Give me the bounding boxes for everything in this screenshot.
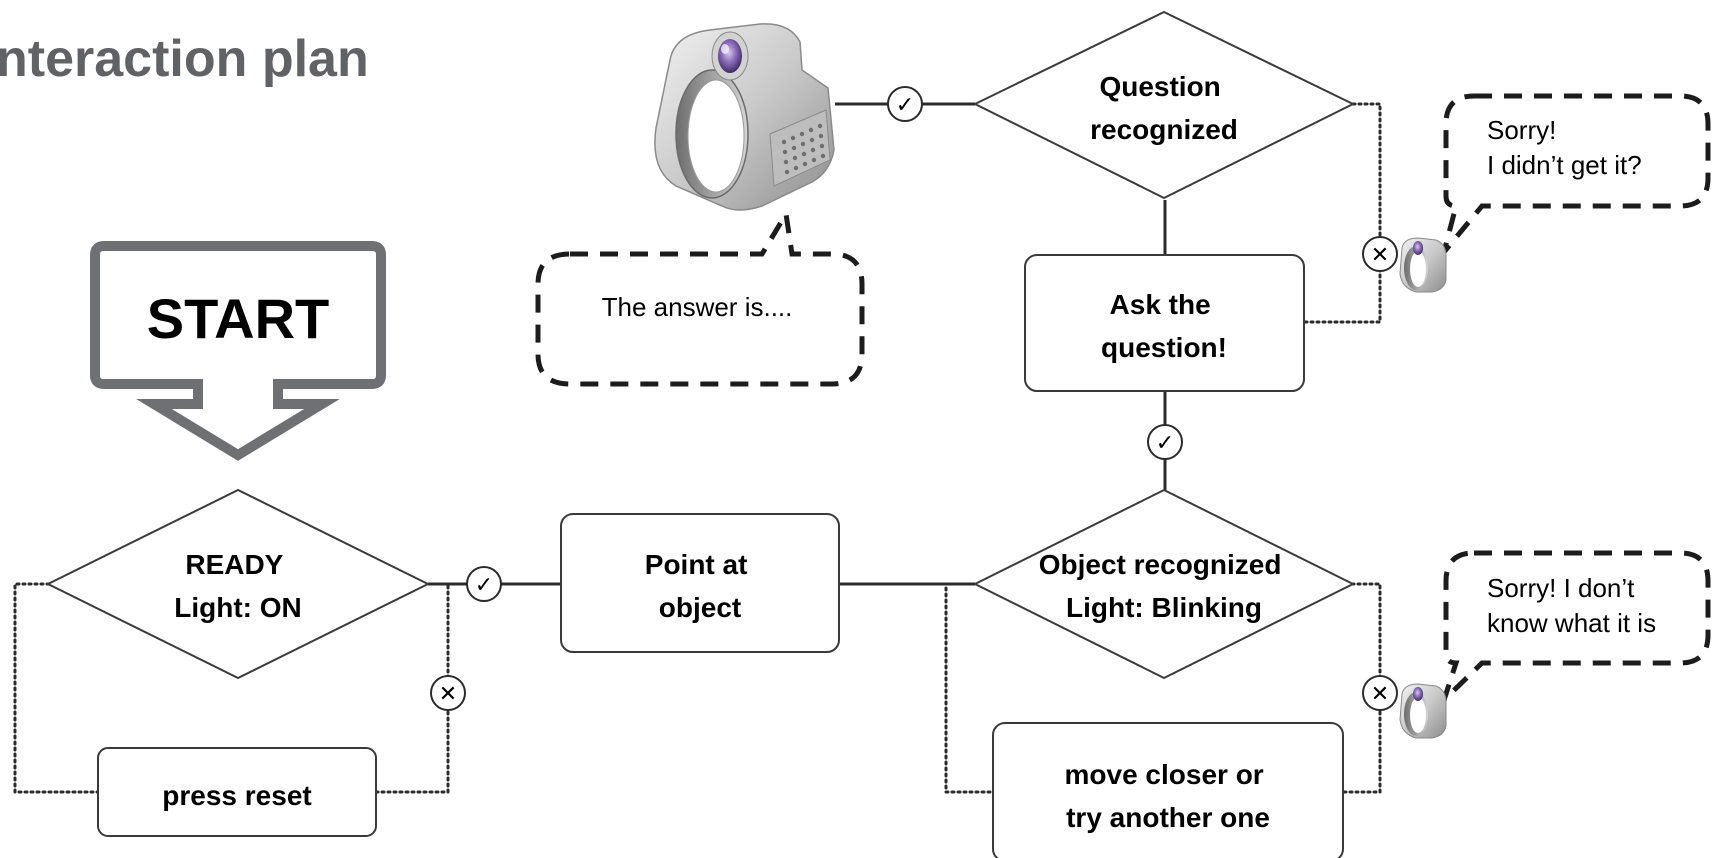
question-recognized-decision: Question recognized [974,11,1354,199]
page-title: nteraction plan [0,30,369,88]
ready-label: READY Light: ON [174,549,302,623]
answer-speech-bubble: The answer is.... [535,206,865,387]
small-ring-icon [1399,683,1447,739]
svg-text:✓: ✓ [1156,431,1174,456]
object-recognized-decision: Object recognized Light: Blinking [974,489,1354,679]
svg-text:✓: ✓ [896,93,914,118]
press-reset-box: press reset [97,747,377,837]
ready-decision: READY Light: ON [47,489,429,679]
point-at-object-box: Point at object [560,513,840,653]
press-reset-label: press reset [162,780,311,811]
ask-question-box: Ask the question! [1024,254,1305,392]
yes-marker-ready: ✓ [466,566,502,602]
point-at-object-label: Point at object [645,549,755,623]
start-callout: START [90,241,386,461]
move-closer-box: move closer or try another one [992,722,1344,858]
svg-text:✕: ✕ [1371,243,1389,268]
svg-text:✓: ✓ [475,573,493,598]
svg-text:✕: ✕ [439,682,457,707]
sorry-object-speech-bubble: Sorry! I don’t know what it is [1441,550,1711,702]
yes-marker-answer: ✓ [887,86,923,122]
small-ring-icon [1399,237,1447,293]
sorry-question-bubble-text: Sorry! I didn’t get it? [1487,115,1642,180]
no-marker-ready: ✕ [430,675,466,711]
sorry-object-bubble-text: Sorry! I don’t know what it is [1487,573,1656,638]
sorry-question-speech-bubble: Sorry! I didn’t get it? [1441,93,1711,254]
no-marker-question: ✕ [1362,236,1398,272]
answer-bubble-text: The answer is.... [602,292,793,322]
yes-marker-question-ask: ✓ [1147,424,1183,460]
svg-text:✕: ✕ [1371,682,1389,707]
start-label: START [147,287,330,350]
ring-device-icon [654,23,835,211]
ask-question-label: Ask the question! [1101,289,1227,363]
object-recognized-label: Object recognized Light: Blinking [1039,549,1290,623]
move-closer-label: move closer or try another one [1065,759,1272,833]
question-recognized-label: Question recognized [1090,71,1238,145]
no-marker-object: ✕ [1362,675,1398,711]
